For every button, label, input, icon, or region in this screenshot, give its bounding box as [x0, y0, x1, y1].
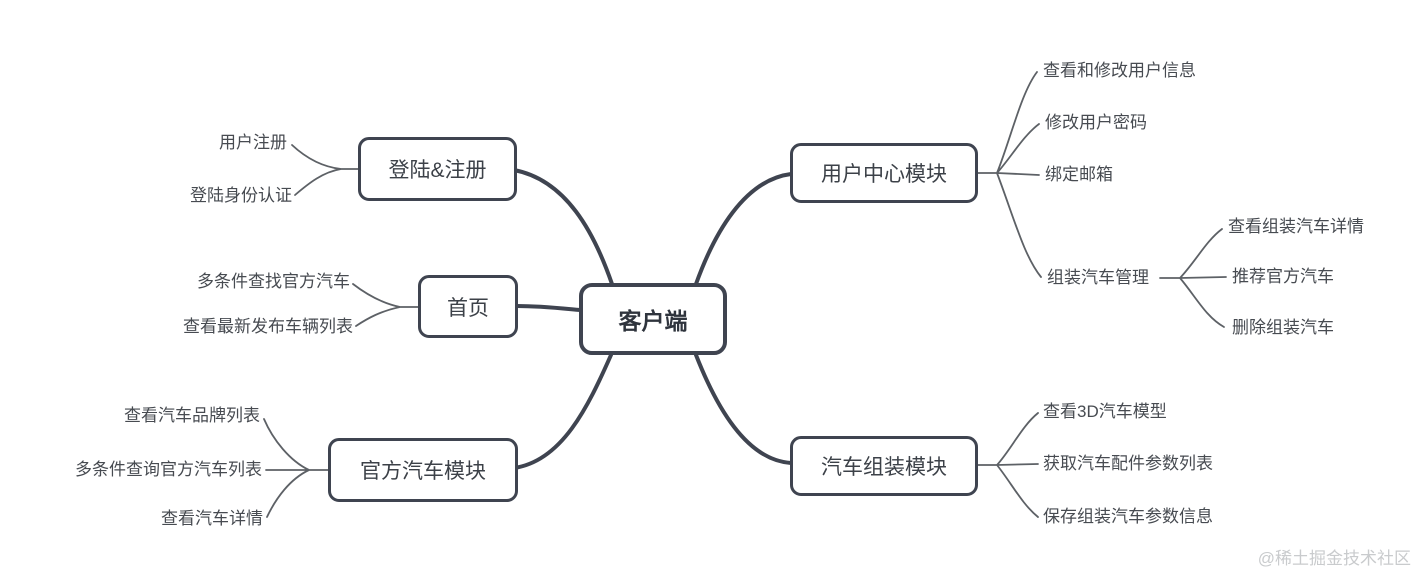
leaf-multi-condition-search-official-car[interactable]: 多条件查找官方汽车 — [197, 272, 350, 291]
leaf-view-latest-car-list[interactable]: 查看最新发布车辆列表 — [183, 317, 353, 336]
leaf-view-edit-user-info[interactable]: 查看和修改用户信息 — [1043, 61, 1196, 80]
branch-center-assembly — [694, 353, 793, 465]
node-home[interactable]: 首页 — [418, 275, 518, 338]
branch-center-home — [515, 304, 582, 312]
leaf-view-3d-car-model[interactable]: 查看3D汽车模型 — [1043, 402, 1167, 421]
node-car-assembly-module[interactable]: 汽车组装模块 — [790, 436, 978, 496]
login-children-connector — [291, 144, 359, 196]
leaf-multi-condition-query-official-car-list[interactable]: 多条件查询官方汽车列表 — [75, 460, 262, 479]
leaf-assembled-car-management[interactable]: 组装汽车管理 — [1047, 268, 1149, 287]
leaf-change-user-password[interactable]: 修改用户密码 — [1045, 113, 1147, 132]
node-client-root[interactable]: 客户端 — [579, 283, 727, 355]
leaf-user-register[interactable]: 用户注册 — [219, 133, 287, 152]
branch-center-official — [512, 353, 613, 470]
assembly-children-connector — [977, 412, 1039, 518]
home-children-connector — [352, 283, 419, 327]
leaf-save-assembled-car-params[interactable]: 保存组装汽车参数信息 — [1043, 507, 1213, 526]
official-children-connector — [263, 418, 329, 518]
leaf-login-identity-auth[interactable]: 登陆身份认证 — [190, 186, 292, 205]
node-user-center-module[interactable]: 用户中心模块 — [790, 143, 978, 203]
leaf-view-car-brand-list[interactable]: 查看汽车品牌列表 — [124, 406, 260, 425]
leaf-recommend-official-car[interactable]: 推荐官方汽车 — [1232, 267, 1334, 286]
branch-center-usercenter — [694, 172, 793, 286]
car-manage-children-connector — [1159, 228, 1227, 328]
watermark: @稀土掘金技术社区 — [1257, 549, 1411, 568]
leaf-view-assembled-car-detail[interactable]: 查看组装汽车详情 — [1228, 217, 1364, 236]
node-login-register[interactable]: 登陆&注册 — [358, 137, 517, 201]
leaf-delete-assembled-car[interactable]: 删除组装汽车 — [1232, 318, 1334, 337]
leaf-view-car-detail[interactable]: 查看汽车详情 — [161, 509, 263, 528]
leaf-bind-email[interactable]: 绑定邮箱 — [1045, 165, 1113, 184]
branch-center-login — [512, 168, 614, 286]
leaf-get-car-parts-param-list[interactable]: 获取汽车配件参数列表 — [1043, 454, 1213, 473]
node-official-car-module[interactable]: 官方汽车模块 — [328, 438, 518, 502]
usercenter-children-connector — [977, 71, 1042, 278]
